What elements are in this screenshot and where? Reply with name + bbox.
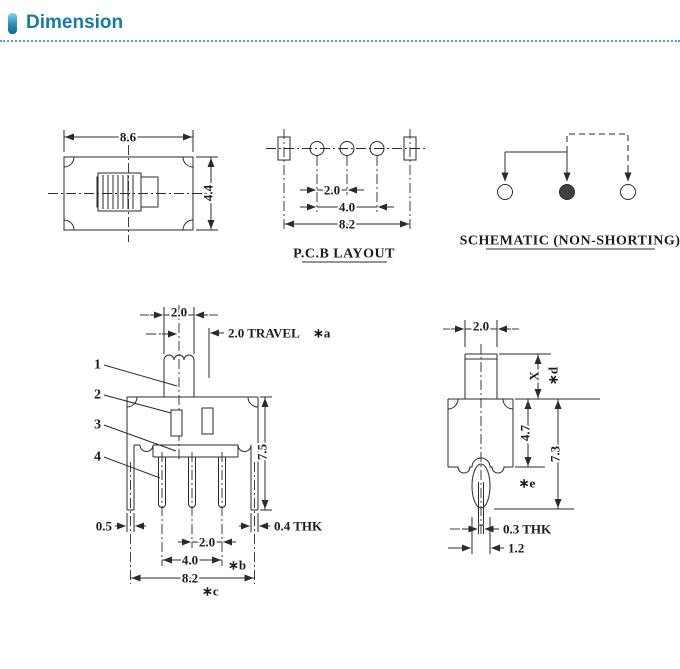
side-knob-height-note: ∗d [546, 366, 561, 385]
pin-kink [471, 463, 491, 509]
front-knob-width: 2.0 [171, 305, 187, 320]
pcb-total: 8.2 [339, 217, 355, 232]
schematic-terminal-1 [497, 184, 513, 200]
side-knob-width: 2.0 [473, 319, 489, 334]
body-window [201, 407, 214, 435]
schematic-terminal-common [559, 184, 575, 200]
schematic-terminal-3 [620, 184, 636, 200]
part-label-2: 2 [94, 388, 101, 403]
side-pin-width: 1.2 [508, 541, 524, 556]
front-view: 2.0 2.0 TRAVEL ∗a [94, 303, 333, 601]
part-label-4: 4 [94, 450, 101, 465]
pcb-caption: P.C.B LAYOUT [293, 247, 395, 262]
front-height: 7.5 [255, 443, 270, 460]
front-pin-pitch: 2.0 [199, 535, 215, 550]
pin [158, 457, 166, 508]
side-knob-height: X [527, 371, 542, 381]
top-view: 8.6 4.4 [48, 128, 218, 242]
schematic-view: SCHEMATIC (NON-SHORTING) [460, 133, 680, 250]
section-header: Dimension [0, 0, 680, 42]
front-total-width-note: ∗c [202, 584, 219, 599]
technical-drawing: 8.6 4.4 2.0 [48, 128, 680, 601]
top-view-height: 4.4 [201, 184, 216, 201]
front-travel: 2.0 TRAVEL [228, 326, 300, 341]
pcb-layout-view: 2.0 4.0 8.2 P.C.B LAYOUT [266, 129, 428, 263]
slider-knob-top [97, 172, 142, 212]
schematic-caption: SCHEMATIC (NON-SHORTING) [460, 234, 680, 249]
part-label-3: 3 [94, 418, 101, 433]
top-view-width: 8.6 [120, 130, 137, 145]
page-title: Dimension [26, 12, 124, 33]
side-total-height: 7.3 [548, 445, 563, 462]
front-leg-width: 0.5 [96, 519, 113, 534]
front-travel-note: ∗a [313, 326, 331, 341]
knob-hatch [102, 175, 134, 209]
side-body-height: 4.7 [518, 424, 533, 441]
front-pin-span: 4.0 [182, 553, 198, 568]
pin [188, 457, 196, 508]
side-pin-thickness: 0.3 THK [503, 522, 552, 537]
pin [218, 457, 226, 508]
pcb-span: 4.0 [339, 200, 355, 215]
section-bullet-icon [8, 12, 17, 34]
front-pin-thickness: 0.4 THK [274, 519, 323, 534]
front-pin-span-note: ∗b [228, 558, 246, 573]
side-note-e: ∗e [519, 476, 536, 491]
body-window [170, 409, 183, 437]
front-total-width: 8.2 [182, 571, 198, 586]
part-label-1: 1 [94, 358, 101, 373]
pcb-pitch: 2.0 [324, 183, 340, 198]
side-view: 2.0 X ∗d 4.7 7.3 ∗e [443, 317, 600, 558]
